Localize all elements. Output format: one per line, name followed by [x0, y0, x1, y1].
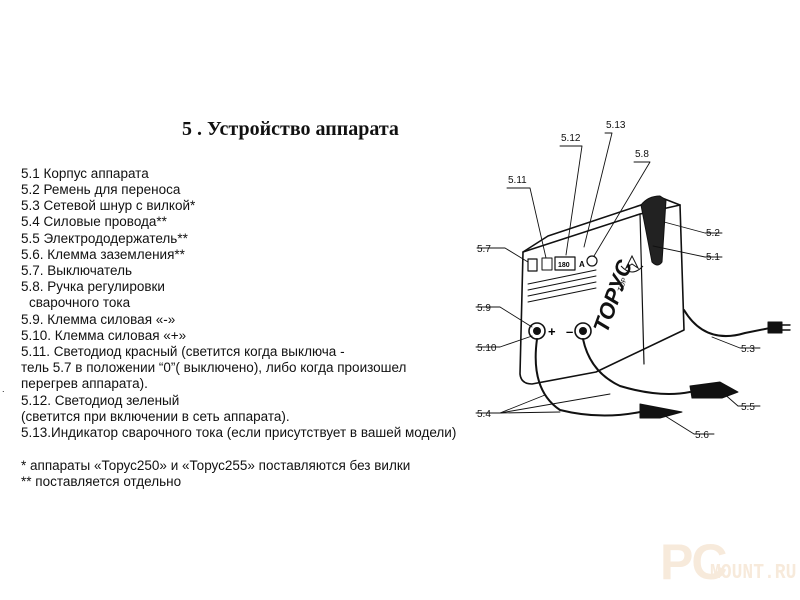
minus-sign: – [566, 324, 573, 339]
callout-5-11: 5.11 [508, 175, 527, 186]
leader-5-7 [476, 247, 529, 263]
callout-5-2: 5.2 [706, 228, 720, 239]
leader-5-8 [593, 161, 651, 257]
brand-logo: TOP [617, 254, 644, 293]
power-lead-plus [534, 338, 641, 417]
callout-5-13: 5.13 [606, 120, 626, 131]
callout-5-3: 5.3 [741, 344, 755, 355]
list-item-5-9: 5.9. Клемма силовая «-» [21, 312, 176, 327]
leader-5-1 [652, 245, 723, 258]
watermark-site: MOUNT.RU [710, 561, 797, 585]
current-display [554, 256, 576, 271]
vent-slots [527, 269, 597, 303]
list-item-5-12-cont: (светится при включении в сеть аппарата)… [21, 409, 290, 424]
display-value: 180 [558, 262, 570, 269]
callout-5-8: 5.8 [635, 149, 649, 160]
leader-5-10 [475, 335, 533, 348]
led-indicators [541, 257, 553, 271]
list-item-5-5: 5.5 Электрододержатель** [21, 231, 188, 246]
list-item-5-10: 5.10. Клемма силовая «+» [21, 328, 187, 343]
callout-5-12: 5.12 [561, 133, 581, 144]
casing-top [522, 197, 681, 253]
list-item-5-8-cont: сварочного тока [29, 295, 131, 310]
list-item-5-2: 5.2 Ремень для переноса [21, 182, 181, 197]
section-title: 5 . Устройство аппарата [182, 118, 399, 140]
leader-5-3 [711, 336, 761, 349]
leader-5-11 [506, 187, 547, 259]
footnote-no-plug: * аппараты «Торус250» и «Торус255» поста… [21, 458, 411, 473]
callout-5-5: 5.5 [741, 402, 755, 413]
leader-5-9 [475, 306, 533, 328]
stray-mark: . [2, 384, 5, 394]
leader-5-6 [661, 413, 715, 435]
callout-5-7: 5.7 [477, 244, 491, 255]
callout-5-4: 5.4 [477, 409, 491, 420]
power-switch [527, 258, 538, 272]
list-item-5-11: 5.11. Светодиод красный (светится когда … [21, 344, 345, 359]
ground-clamp [639, 403, 683, 419]
casing-side-edge [639, 213, 645, 365]
footnote-separate: ** поставляется отдельно [21, 474, 182, 489]
leader-5-2 [663, 221, 723, 234]
electrode-holder [689, 381, 739, 399]
leader-5-13 [583, 132, 613, 248]
list-item-5-8: 5.8. Ручка регулировки [21, 279, 165, 294]
list-item-5-1: 5.1 Корпус аппарата [21, 166, 149, 181]
power-lead-minus [582, 338, 691, 395]
display-unit: A [579, 260, 585, 269]
callout-5-6: 5.6 [695, 430, 709, 441]
list-item-5-11-cont: тель 5.7 в положении “0”( выключено), ли… [21, 360, 407, 375]
current-knob [586, 255, 598, 267]
list-item-5-3: 5.3 Сетевой шнур с вилкой* [21, 198, 196, 213]
list-item-5-12: 5.12. Светодиод зеленый [21, 393, 180, 408]
logo-text: TOP [617, 277, 629, 293]
leader-5-12 [559, 145, 583, 256]
plus-sign: + [548, 324, 556, 339]
mains-cable [683, 309, 771, 338]
callout-5-9: 5.9 [477, 303, 491, 314]
callout-5-10: 5.10 [477, 343, 497, 354]
list-item-5-4: 5.4 Силовые провода** [21, 214, 167, 229]
list-item-5-13: 5.13.Индикатор сварочного тока (если при… [21, 425, 457, 440]
watermark-logo: PC MOUNT.RU [660, 532, 796, 592]
list-item-5-7: 5.7. Выключатель [21, 263, 132, 278]
watermark-pc: PC [660, 534, 727, 590]
list-item-5-6: 5.6. Клемма заземления** [21, 247, 185, 262]
callout-5-1: 5.1 [706, 252, 720, 263]
leader-5-5 [721, 391, 761, 407]
list-item-5-11-cont2: перегрев аппарата). [21, 376, 148, 391]
mains-plug [767, 321, 783, 334]
